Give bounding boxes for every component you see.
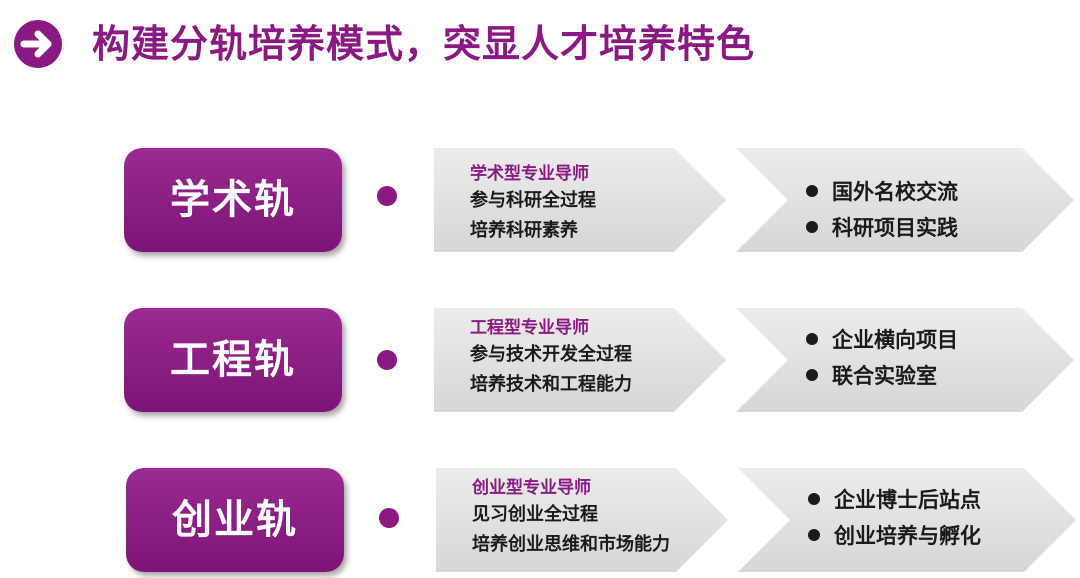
mentor-title: 学术型专业导师: [470, 164, 589, 184]
activity-item: 企业博士后站点: [808, 482, 981, 518]
mentor-title: 创业型专业导师: [472, 478, 591, 498]
track-box-engineering: 工程轨: [124, 308, 342, 412]
track-box-academic: 学术轨: [124, 148, 342, 252]
activity-item: 联合实验室: [806, 358, 958, 394]
bullet-icon: [806, 185, 818, 197]
bullet-icon: [806, 333, 818, 345]
mentor-block: 学术型专业导师 参与科研全过程 培养科研素养: [470, 162, 596, 246]
bullet-icon: [808, 529, 820, 541]
activity-label: 科研项目实践: [832, 216, 958, 240]
mentor-line: 培养创业思维和市场能力: [472, 534, 670, 555]
mentor-arrow: [434, 148, 726, 252]
activity-label: 创业培养与孵化: [834, 524, 981, 548]
activity-chevron: [736, 148, 1074, 252]
activity-item: 国外名校交流: [806, 174, 958, 210]
activity-chevron: [738, 468, 1076, 572]
mentor-block: 工程型专业导师 参与技术开发全过程 培养技术和工程能力: [470, 316, 632, 400]
activity-label: 联合实验室: [832, 364, 937, 388]
activity-chevron: [736, 308, 1074, 412]
activity-label: 国外名校交流: [832, 180, 958, 204]
mentor-line: 参与技术开发全过程: [470, 344, 632, 365]
activity-item: 创业培养与孵化: [808, 518, 981, 554]
mentor-title: 工程型专业导师: [470, 318, 589, 338]
activity-label: 企业横向项目: [832, 328, 958, 352]
activity-item: 企业横向项目: [806, 322, 958, 358]
mentor-arrow: [436, 468, 728, 572]
activity-item: 科研项目实践: [806, 210, 958, 246]
arrow-circle-icon: [14, 20, 62, 68]
track-dot: [379, 508, 399, 528]
bullet-icon: [808, 493, 820, 505]
mentor-line: 培养科研素养: [470, 220, 578, 241]
activity-list: 企业博士后站点 创业培养与孵化: [808, 482, 981, 554]
mentor-line: 见习创业全过程: [472, 504, 598, 525]
page-title: 构建分轨培养模式，突显人才培养特色: [92, 22, 756, 66]
track-dot: [377, 350, 397, 370]
mentor-line: 参与科研全过程: [470, 190, 596, 211]
mentor-block: 创业型专业导师 见习创业全过程 培养创业思维和市场能力: [472, 476, 670, 560]
bullet-icon: [806, 369, 818, 381]
activity-label: 企业博士后站点: [834, 488, 981, 512]
track-dot: [377, 186, 397, 206]
mentor-line: 培养技术和工程能力: [470, 374, 632, 395]
mentor-arrow: [434, 308, 726, 412]
track-box-entrepreneurship: 创业轨: [126, 468, 344, 572]
activity-list: 国外名校交流 科研项目实践: [806, 174, 958, 246]
activity-list: 企业横向项目 联合实验室: [806, 322, 958, 394]
bullet-icon: [806, 221, 818, 233]
